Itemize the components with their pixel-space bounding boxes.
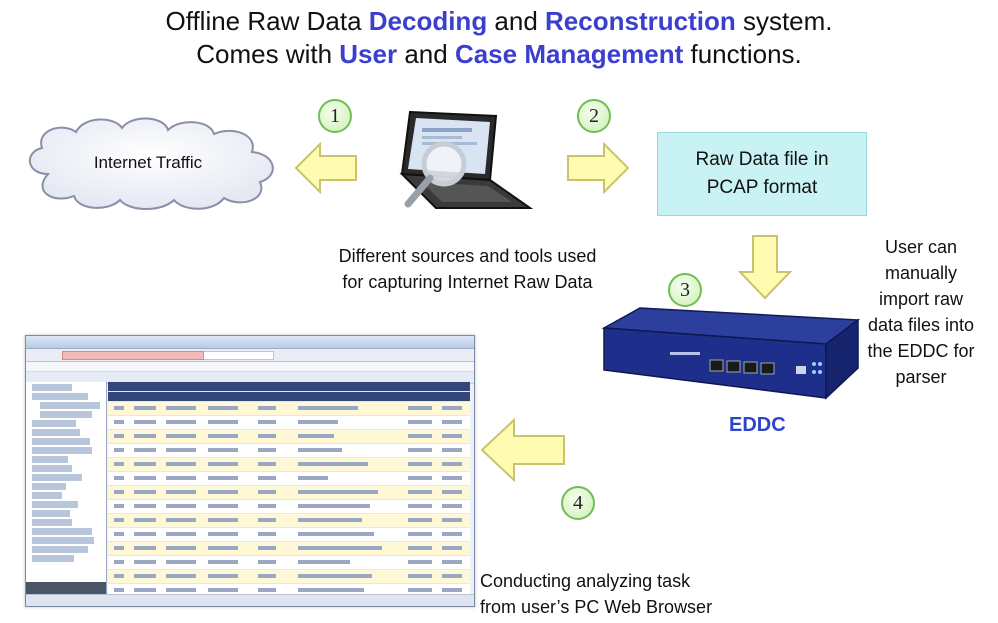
arrow-right-icon [567,142,630,194]
title-text: system. [735,6,833,36]
title-text: and [487,6,546,36]
pcap-box-line-1: Raw Data file in [695,149,829,170]
arrow-down-icon [738,235,792,300]
cloud-label: Internet Traffic [93,153,203,172]
eddc-appliance-icon [601,307,861,400]
title-highlight-decoding: Decoding [368,6,488,36]
browser-window-thumbnail [25,335,475,607]
title-line-2: Comes with User and Case Management func… [0,38,998,70]
cloud-icon [29,117,274,210]
user-note-line: the EDDC for [867,341,975,361]
title-highlight-reconstruction: Reconstruction [545,6,736,36]
step-3-badge: 3 [668,273,702,307]
arrow-left-icon [294,142,357,194]
sources-caption-line-1: Different sources and tools used [338,246,597,266]
eddc-label: EDDC [729,414,786,436]
title-text: functions. [683,39,802,69]
title-highlight-case-management: Case Management [454,39,684,69]
browser-caption-line-1: Conducting analyzing task [480,571,691,591]
title-highlight-user: User [339,39,398,69]
browser-menu-bar [26,362,474,372]
browser-tree-panel [26,382,107,606]
user-import-note: User can manually import raw data files … [852,234,990,390]
arrow-left-icon [480,418,565,482]
user-note-line: import raw [878,289,963,309]
laptop-magnifier-icon [399,110,534,209]
step-1-badge: 1 [318,99,352,133]
browser-status-bar [26,594,474,606]
browser-data-grid [108,382,470,598]
browser-titlebar [26,336,474,349]
address-highlight [62,351,204,360]
browser-address-bar [26,349,474,362]
sources-caption-line-2: for capturing Internet Raw Data [342,272,593,292]
user-note-line: data files into [867,315,975,335]
browser-caption-line-2: from user’s PC Web Browser [480,597,713,617]
title-text: and [397,39,455,69]
user-note-line: User can [884,237,958,257]
tree-search-bar [26,582,106,594]
sources-caption: Different sources and tools used for cap… [300,243,635,295]
title-line-1: Offline Raw Data Decoding and Reconstruc… [0,5,998,37]
step-2-badge: 2 [577,99,611,133]
pcap-file-box: Raw Data file in PCAP format [657,132,867,216]
browser-content [26,382,474,606]
user-note-line: manually [884,263,958,283]
pcap-box-line-2: PCAP format [706,177,818,198]
browser-caption: Conducting analyzing task from user’s PC… [480,568,800,620]
step-4-badge: 4 [561,486,595,520]
title-text: Offline Raw Data [165,6,369,36]
user-note-line: parser [895,367,947,387]
title-text: Comes with [196,39,340,69]
